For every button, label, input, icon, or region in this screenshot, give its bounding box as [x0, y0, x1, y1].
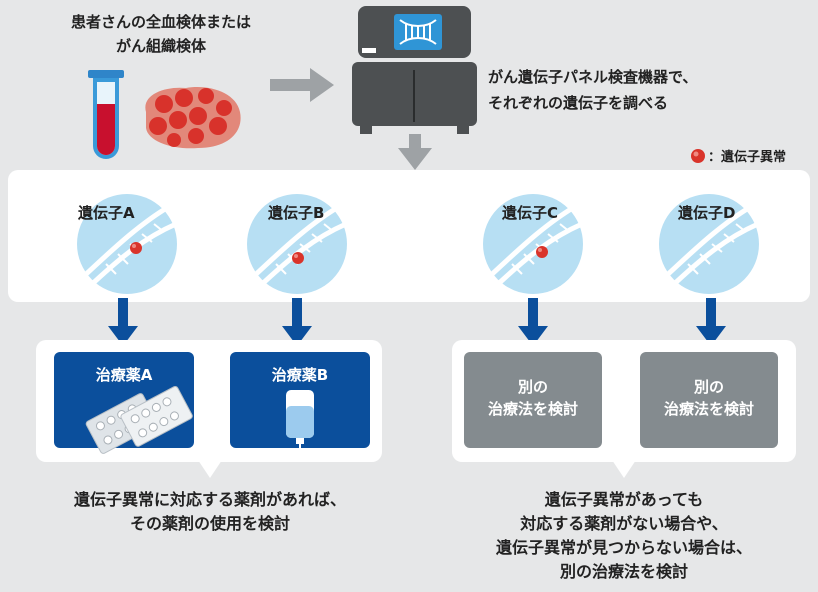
- panel-tail: [612, 460, 636, 478]
- drug-a-box: 治療薬A: [54, 352, 194, 454]
- arrow-down-blue-icon: [696, 298, 726, 346]
- caption-right-line1: 遺伝子異常があっても: [544, 490, 704, 509]
- arrow-down-blue-icon: [108, 298, 138, 346]
- gene-b: 遺伝子B: [236, 186, 358, 294]
- dna-circle-icon: [659, 194, 760, 294]
- panel-tail: [198, 460, 222, 478]
- machine-text-line1: がん遺伝子パネル検査機器で、: [488, 68, 698, 86]
- arrow-down-icon: [398, 134, 432, 170]
- gene-label: 遺伝子B: [268, 204, 325, 222]
- box-line1: 別の: [693, 378, 724, 396]
- gene-label: 遺伝子D: [678, 204, 736, 222]
- caption-left: 遺伝子異常に対応する薬剤があれば、 その薬剤の使用を検討: [20, 488, 400, 536]
- test-tube-icon: [88, 70, 124, 159]
- sample-text: 患者さんの全血検体または がん組織検体: [36, 10, 286, 58]
- mutation-marker-icon: [691, 148, 705, 163]
- drug-label: 治療薬B: [271, 366, 329, 384]
- caption-right-line2: 対応する薬剤がない場合や、: [520, 514, 728, 533]
- machine-text-line2: それぞれの遺伝子を調べる: [488, 94, 669, 112]
- gene-label: 遺伝子C: [502, 204, 559, 222]
- caption-left-line1: 遺伝子異常に対応する薬剤があれば、: [73, 490, 346, 509]
- dna-circle-icon: [247, 194, 348, 294]
- sequencer-machine-icon: [352, 6, 477, 134]
- machine-text: がん遺伝子パネル検査機器で、 それぞれの遺伝子を調べる: [488, 64, 788, 116]
- tissue-icon: [145, 87, 241, 149]
- arrow-down-blue-icon: [282, 298, 312, 346]
- alternative-treatment-box: 別の 治療法を検討: [464, 352, 602, 448]
- box-line1: 別の: [517, 378, 548, 396]
- iv-bag-icon: [286, 390, 314, 458]
- legend: ：遺伝子異常: [690, 146, 786, 165]
- caption-right-line4: 別の治療法を検討: [559, 562, 688, 581]
- gene-label: 遺伝子A: [78, 204, 135, 222]
- legend-label: ：遺伝子異常: [708, 150, 787, 165]
- caption-left-line2: その薬剤の使用を検討: [129, 514, 290, 533]
- drug-label: 治療薬A: [95, 366, 153, 384]
- dna-circle-icon: [483, 194, 584, 294]
- alternative-treatment-box: 別の 治療法を検討: [640, 352, 778, 448]
- sample-text-line2: がん組織検体: [115, 37, 206, 55]
- box-line2: 治療法を検討: [663, 400, 754, 418]
- gene-a: 遺伝子A: [66, 186, 188, 294]
- gene-d: 遺伝子D: [648, 186, 770, 294]
- pill-pack-icon: [85, 386, 193, 454]
- sample-text-line1: 患者さんの全血検体または: [70, 13, 251, 31]
- caption-right: 遺伝子異常があっても 対応する薬剤がない場合や、 遺伝子異常が見つからない場合は…: [436, 488, 812, 584]
- dna-circle-icon: [77, 194, 178, 294]
- caption-right-line3: 遺伝子異常が見つからない場合は、: [495, 538, 752, 557]
- gene-c: 遺伝子C: [472, 186, 594, 294]
- drug-b-box: 治療薬B: [230, 352, 370, 458]
- arrow-down-blue-icon: [518, 298, 548, 346]
- arrow-right-icon: [270, 68, 334, 102]
- box-line2: 治療法を検討: [487, 400, 578, 418]
